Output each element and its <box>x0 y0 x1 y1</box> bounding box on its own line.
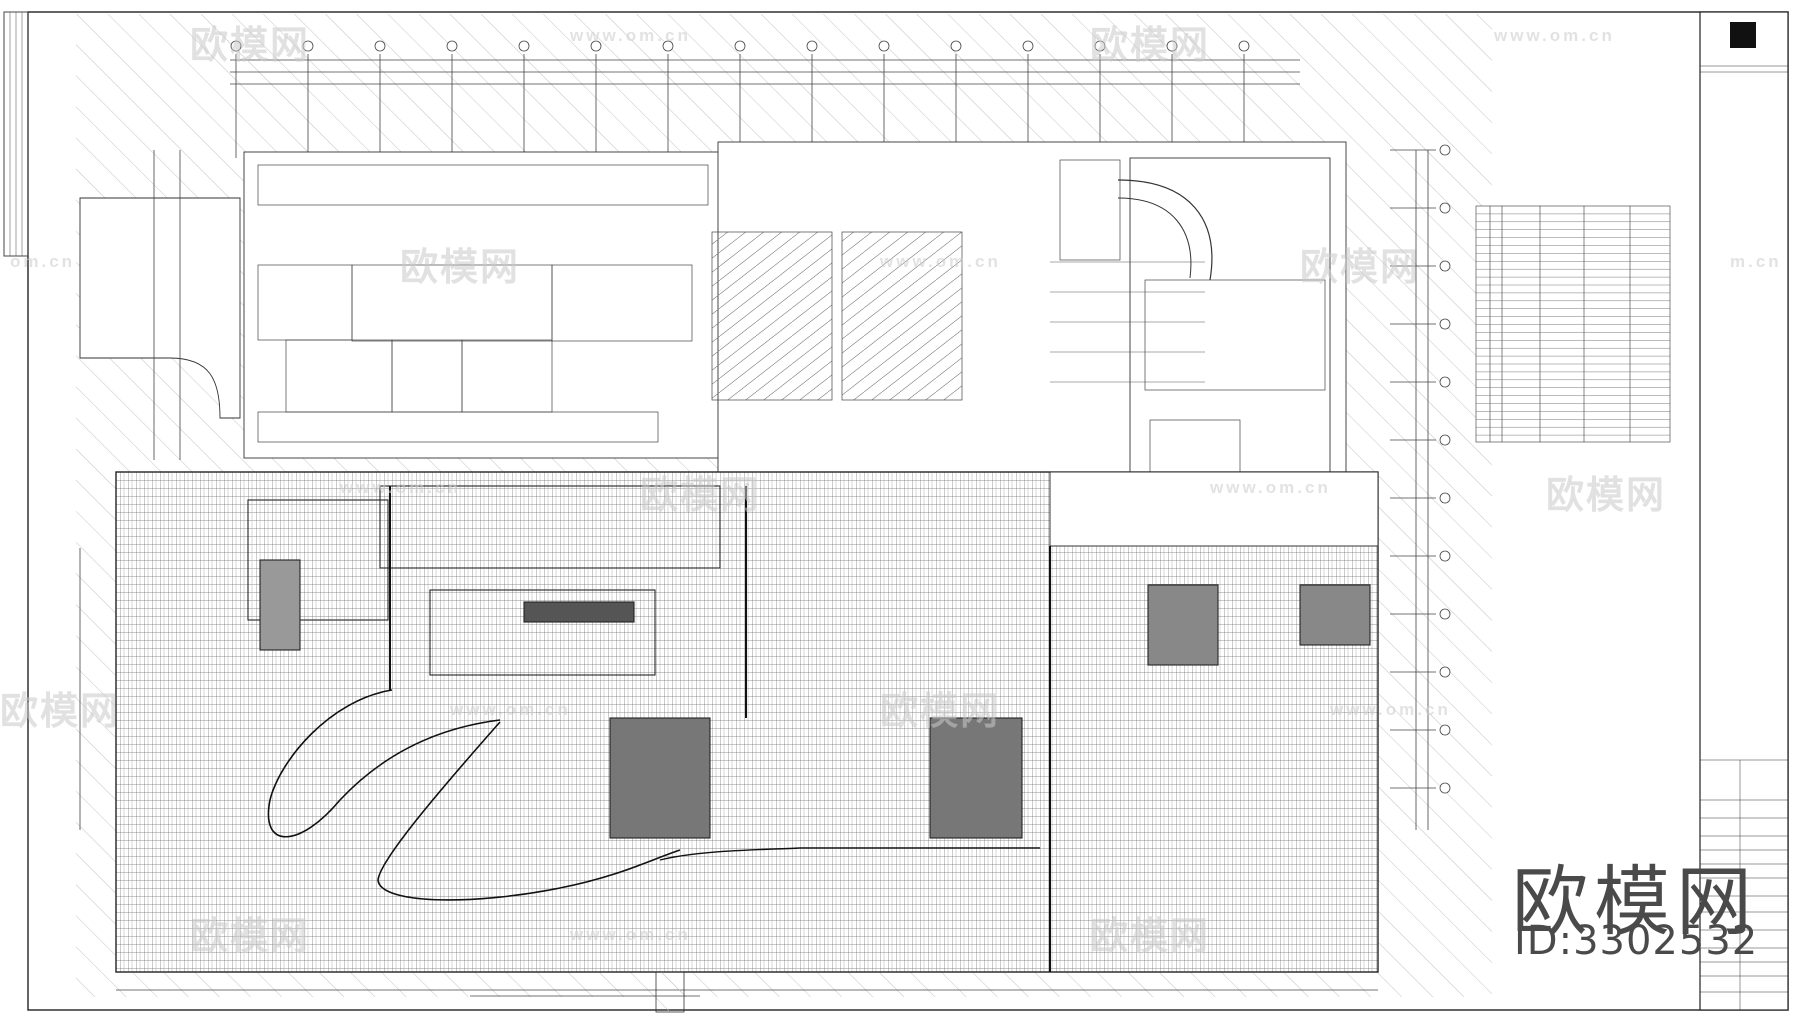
axis-bubble-right <box>1439 434 1451 446</box>
left-binding-lines <box>9 12 23 256</box>
axis-bubble-right <box>1439 376 1451 388</box>
lower-cores <box>247 485 1371 839</box>
watermark-url-6: www.om.cn <box>340 478 461 497</box>
top-dimension-lines <box>230 59 1300 85</box>
axis-bubble-right <box>1439 144 1451 156</box>
legend-rows <box>1476 213 1670 436</box>
legend-table <box>1475 205 1671 443</box>
watermark-url-5: m.cn <box>1730 252 1782 271</box>
upper-building-plan <box>243 141 1347 511</box>
watermark-url-10: www.om.cn <box>570 925 691 944</box>
axis-bubble-right <box>1439 260 1451 272</box>
left-dimension-lines <box>79 150 181 830</box>
axis-bubble-top <box>950 40 962 52</box>
axis-bubble-top <box>374 40 386 52</box>
brand-watermark-name: 欧模网 <box>1512 857 1758 946</box>
top-axis-markers <box>230 40 1250 158</box>
axis-bubble-right <box>1439 666 1451 678</box>
axis-bubble-top <box>446 40 458 52</box>
axis-bubble-right <box>1439 724 1451 736</box>
brand-watermark-id: ID:3302532 <box>1514 918 1759 964</box>
axis-bubble-right <box>1439 492 1451 504</box>
lower-curve-wall <box>659 847 1040 861</box>
axis-bubble-top <box>302 40 314 52</box>
axis-bubble-right <box>1439 782 1451 794</box>
axis-bubble-right <box>1439 202 1451 214</box>
parking-hall-left <box>711 231 963 401</box>
lower-ramp-right <box>377 721 681 901</box>
axis-bubble-top <box>1022 40 1034 52</box>
watermark-url-9: www.om.cn <box>1330 700 1451 719</box>
watermark-url-1: www.om.cn <box>570 26 691 45</box>
lower-walls <box>389 486 1051 972</box>
axis-bubble-right <box>1439 608 1451 620</box>
axis-bubble-top <box>230 40 242 52</box>
axis-bubble-top <box>1094 40 1106 52</box>
left-annex <box>79 197 241 419</box>
watermark-url-3: om.cn <box>10 252 76 271</box>
watermark-url-4: www.om.cn <box>880 252 1001 271</box>
title-block <box>1699 11 1789 1011</box>
axis-bubble-top <box>662 40 674 52</box>
right-axis-markers <box>1390 144 1451 794</box>
lower-ramp-left <box>267 689 501 838</box>
axis-bubble-top <box>806 40 818 52</box>
watermark-url-2: www.om.cn <box>1494 26 1615 45</box>
watermark-url-8: www.om.cn <box>450 700 571 719</box>
watermark-url-7: www.om.cn <box>1210 478 1331 497</box>
axis-bubble-top <box>1166 40 1178 52</box>
parking-hall-right <box>1050 261 1205 383</box>
upper-ramp-inner <box>1117 197 1192 279</box>
bottom-notch <box>655 971 685 1013</box>
axis-bubble-top <box>878 40 890 52</box>
title-block-rows <box>1700 65 1788 1010</box>
grid-notch <box>1049 471 1379 547</box>
title-block-logo <box>1730 22 1756 48</box>
axis-bubble-top <box>590 40 602 52</box>
right-dimension-lines <box>1415 150 1429 830</box>
upper-ramp <box>1117 179 1213 281</box>
axis-bubble-right <box>1439 318 1451 330</box>
axis-bubble-top <box>1238 40 1250 52</box>
axis-bubble-right <box>1439 550 1451 562</box>
axis-bubble-top <box>734 40 746 52</box>
upper-rooms <box>257 159 1326 491</box>
axis-bubble-top <box>518 40 530 52</box>
